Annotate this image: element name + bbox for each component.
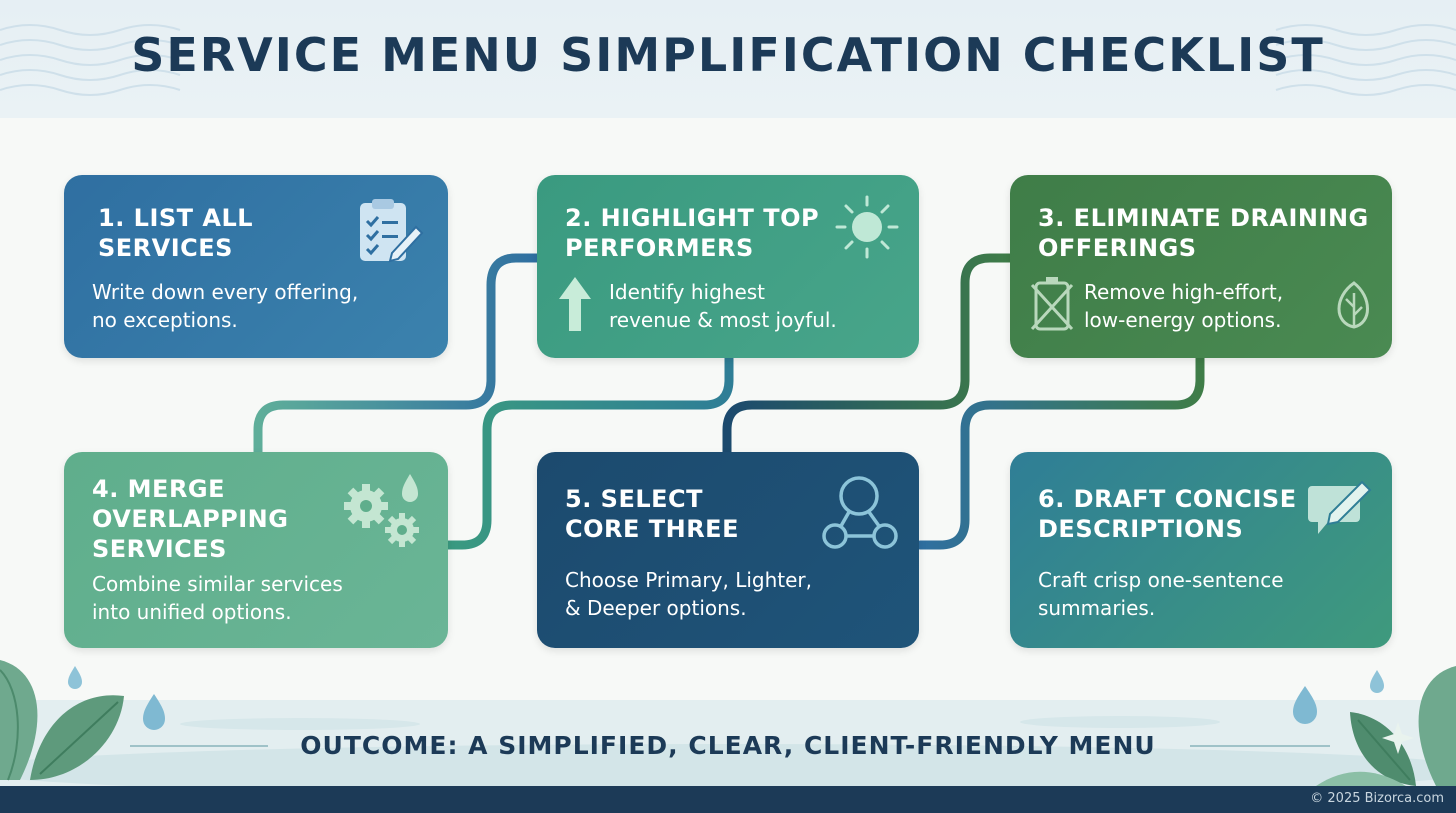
step-2-title: 2. HIGHLIGHT TOP PERFORMERS (565, 204, 820, 262)
header-waves-decoration (0, 24, 1456, 96)
water-drop-icon (1370, 670, 1384, 693)
connector-1-to-2 (253, 253, 542, 457)
left-leaves-decoration (0, 660, 124, 781)
step-3-description: Remove high-effort, low-energy options. (1084, 280, 1284, 332)
page-title: SERVICE MENU SIMPLIFICATION CHECKLIST (131, 28, 1325, 82)
step-card-5: 5. SELECT CORE THREE Choose Primary, Lig… (537, 452, 919, 648)
right-leaves-decoration (1316, 666, 1456, 786)
step-6-description: Craft crisp one-sentence summaries. (1038, 568, 1284, 620)
gears-icon (344, 474, 419, 547)
step-card-2: 2. HIGHLIGHT TOP PERFORMERS Identify hig… (537, 175, 919, 358)
outcome-statement: OUTCOME: A SIMPLIFIED, CLEAR, CLIENT-FRI… (300, 731, 1156, 760)
sun-icon (835, 195, 899, 259)
footer-landscape-decoration (0, 700, 1456, 786)
up-arrow-icon (559, 277, 591, 331)
water-drop-icon (68, 666, 82, 689)
chat-pencil-icon (1308, 480, 1372, 534)
connector-3-to-6 (915, 353, 1205, 550)
step-5-title: 5. SELECT CORE THREE (565, 485, 739, 543)
step-4-description: Combine similar services into unified op… (92, 572, 343, 624)
step-card-6: 6. DRAFT CONCISE DESCRIPTIONS Craft cris… (1010, 452, 1392, 648)
leaf-icon (1337, 281, 1369, 329)
step-3-title: 3. ELIMINATE DRAINING OFFERINGS (1038, 204, 1369, 262)
connector-2-to-4 (443, 353, 734, 550)
step-4-title: 4. MERGE OVERLAPPING SERVICES (92, 475, 289, 563)
step-card-1: 1. LIST ALL SERVICES Write down every of… (64, 175, 448, 358)
step-card-4: 4. MERGE OVERLAPPING SERVICES Combine si… (64, 452, 448, 648)
three-nodes-icon (822, 476, 898, 549)
step-card-3: 3. ELIMINATE DRAINING OFFERINGS Remove h… (1010, 175, 1392, 358)
step-5-description: Choose Primary, Lighter, & Deeper option… (565, 568, 812, 620)
step-2-description: Identify highest revenue & most joyful. (609, 280, 837, 332)
copyright-text: © 2025 Bizorca.com (1310, 791, 1444, 806)
step-1-description: Write down every offering, no exceptions… (92, 280, 359, 332)
step-1-title: 1. LIST ALL SERVICES (98, 204, 254, 262)
header-band (0, 0, 1456, 118)
clipboard-checklist-icon (360, 199, 424, 263)
step-6-title: 6. DRAFT CONCISE DESCRIPTIONS (1038, 485, 1297, 543)
connector-3-to-5 (722, 253, 1015, 457)
bottom-bar (0, 786, 1456, 813)
water-drop-icon (143, 694, 165, 730)
water-drop-icon (1293, 686, 1317, 724)
empty-battery-icon (1030, 277, 1074, 331)
